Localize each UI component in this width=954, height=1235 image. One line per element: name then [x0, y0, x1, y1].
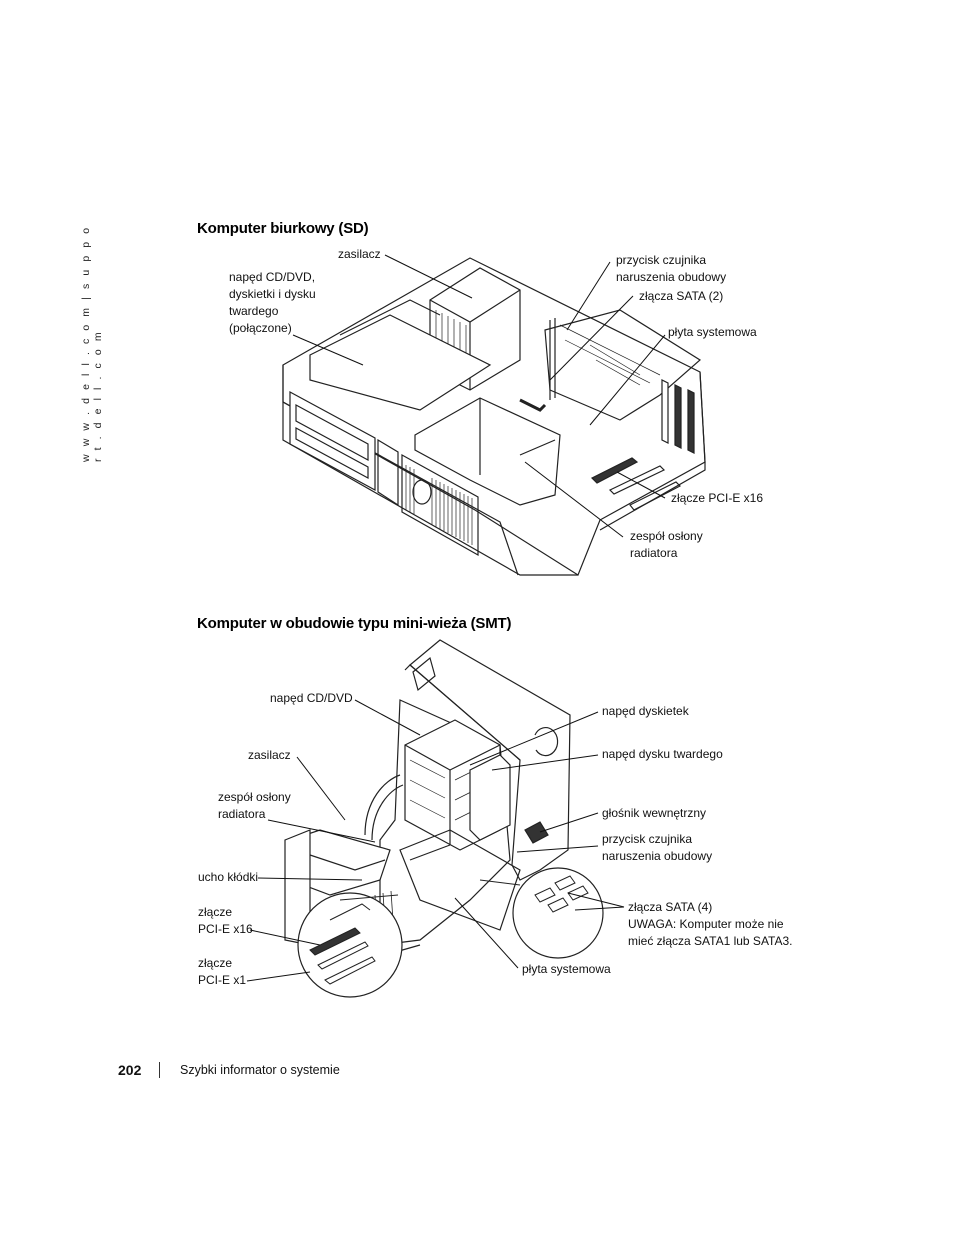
sd-computer-illustration	[282, 254, 706, 576]
sd-label-plyta: płyta systemowa	[668, 325, 757, 339]
sd-label-naped: napęd CD/DVD, dyskietki i dysku twardego…	[229, 270, 316, 335]
smt-label-zasilacz: zasilacz	[248, 748, 291, 762]
sd-label-przycisk: przycisk czujnika naruszenia obudowy	[616, 253, 727, 284]
sd-label-zasilacz: zasilacz	[338, 247, 381, 261]
sd-label-pcie: złącze PCI-E x16	[671, 491, 764, 505]
sd-label-sata: złącza SATA (2)	[639, 289, 724, 303]
smt-label-pcie16: złącze PCI-E x16	[198, 905, 253, 936]
smt-label-przycisk: przycisk czujnika naruszenia obudowy	[602, 832, 713, 863]
smt-label-plyta: płyta systemowa	[522, 962, 611, 976]
smt-section-title: Komputer w obudowie typu mini-wieża (SMT…	[197, 615, 512, 632]
page-number: 202	[118, 1062, 142, 1078]
smt-label-ucho: ucho kłódki	[198, 870, 259, 884]
smt-label-zespol: zespół osłony radiatora	[218, 790, 291, 821]
smt-label-dysk: napęd dysku twardego	[602, 747, 723, 761]
smt-label-sata4: złącza SATA (4) UWAGA: Komputer może nie…	[628, 900, 793, 948]
sd-section-title: Komputer biurkowy (SD)	[197, 220, 369, 237]
sd-label-zespol: zespół osłony radiatora	[630, 529, 703, 560]
smt-label-glosnik: głośnik wewnętrzny	[602, 806, 707, 820]
smt-label-dyskietek: napęd dyskietek	[602, 704, 689, 718]
footer-divider	[159, 1062, 160, 1078]
smt-label-pcie1: złącze PCI-E x1	[198, 956, 247, 987]
smt-label-cddvd: napęd CD/DVD	[270, 691, 353, 705]
footer-chapter-title: Szybki informator o systemie	[180, 1063, 340, 1077]
